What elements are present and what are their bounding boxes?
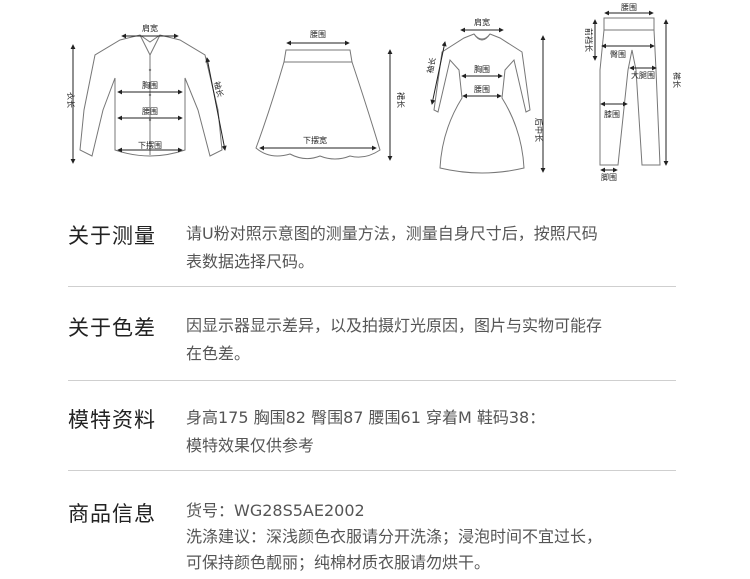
color-difference-line-2: 在色差。: [186, 344, 251, 363]
pants-knee-label: 膝围: [604, 109, 620, 119]
shirt-sleeve-label: 袖长: [212, 80, 226, 98]
shirt-diagram: 肩宽 胸围 腰围 下摆围 衣长 袖长: [66, 23, 227, 164]
pants-waist-label: 腰围: [621, 3, 637, 12]
measurement-line-1: 请U粉对照示意图的测量方法，测量自身尺寸后，按照尺码: [186, 224, 598, 243]
skirt-length-label: 裙长: [396, 92, 406, 108]
product-info-line-3: 可保持颜色靓丽；纯棉材质衣服请勿烘干。: [186, 553, 491, 572]
color-difference-title: 关于色差: [68, 316, 156, 340]
dress-back-length-label: 后中长: [534, 118, 544, 142]
pants-front-rise-label: 前裆长: [584, 28, 594, 52]
shirt-shoulder-label: 肩宽: [142, 23, 158, 33]
skirt-waist-label: 腰围: [310, 30, 326, 39]
dress-sleeve-label: 袖长: [425, 57, 438, 75]
shirt-length-label: 衣长: [66, 92, 76, 108]
color-difference-line-1: 因显示器显示差异，以及拍摄灯光原因，图片与实物可能存: [186, 316, 603, 335]
size-diagrams: 肩宽 胸围 腰围 下摆围 衣长 袖长 腰围 下摆宽 裙长 肩宽 胸围 腰围 袖长…: [0, 0, 750, 190]
pants-hip-label: 臀围: [610, 50, 626, 59]
product-info-text: 货号：WG28S5AE2002 洗涤建议：深浅颜色衣服请分开洗涤；浸泡时间不宜过…: [186, 498, 680, 576]
model-info-title: 模特资料: [68, 408, 156, 432]
divider: [68, 286, 676, 287]
skirt-diagram: 腰围 下摆宽 裙长: [255, 30, 406, 161]
color-difference-text: 因显示器显示差异，以及拍摄灯光原因，图片与实物可能存 在色差。: [186, 312, 680, 368]
skirt-hem-label: 下摆宽: [303, 135, 327, 145]
model-info-line-1: 身高175 胸围82 臀围87 腰围61 穿着M 鞋码38：: [186, 408, 546, 427]
measurement-text: 请U粉对照示意图的测量方法，测量自身尺寸后，按照尺码 表数据选择尺码。: [186, 220, 680, 276]
measurement-line-2: 表数据选择尺码。: [186, 252, 315, 271]
dress-diagram: 肩宽 胸围 腰围 袖长 后中长: [425, 17, 546, 174]
model-info-text: 身高175 胸围82 臀围87 腰围61 穿着M 鞋码38： 模特效果仅供参考: [186, 404, 680, 460]
shirt-chest-label: 胸围: [142, 80, 158, 90]
dress-chest-label: 胸围: [474, 64, 490, 74]
product-info-line-1: 货号：WG28S5AE2002: [186, 501, 365, 520]
pants-hem-label: 脚围: [601, 172, 617, 182]
dress-shoulder-label: 肩宽: [474, 17, 490, 27]
model-info-line-2: 模特效果仅供参考: [186, 436, 315, 455]
shirt-waist-label: 腰围: [142, 107, 158, 116]
divider: [68, 380, 676, 381]
divider: [68, 470, 676, 471]
product-info-line-2: 洗涤建议：深浅颜色衣服请分开洗涤；浸泡时间不宜过长，: [186, 527, 603, 546]
pants-length-label: 裤长: [672, 72, 682, 88]
pants-thigh-label: 大腿围: [631, 70, 655, 80]
measurement-title: 关于测量: [68, 224, 156, 248]
pants-diagram: 腰围 前裆长 臀围 大腿围 膝围 裤长 脚围: [584, 3, 682, 182]
product-info-title: 商品信息: [68, 502, 156, 526]
dress-waist-label: 腰围: [474, 85, 490, 94]
shirt-hem-label: 下摆围: [138, 140, 162, 150]
